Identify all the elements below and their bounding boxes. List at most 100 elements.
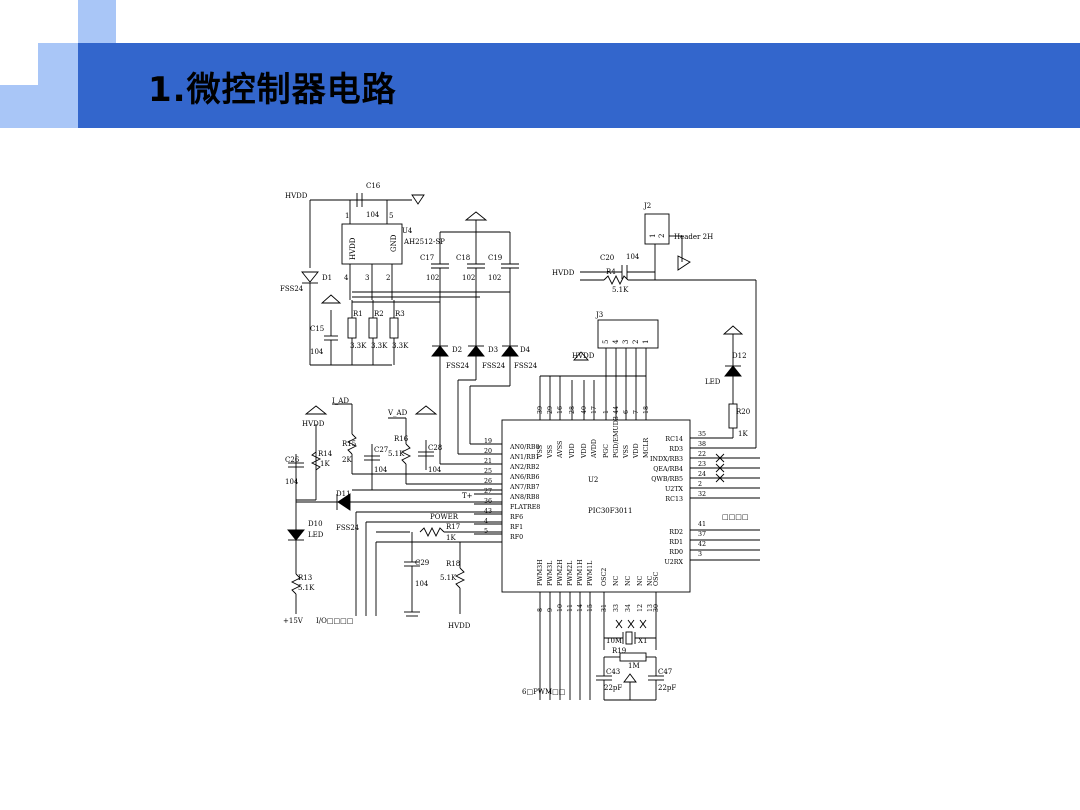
pin-number-bottom: 11	[567, 604, 574, 612]
label-c15: C15	[310, 325, 324, 333]
pin-name-bottom: PWM2L	[567, 560, 574, 586]
label-j3-p3: 3	[622, 340, 630, 344]
pin-number-bottom: 34	[625, 604, 632, 612]
label-c28: C28	[428, 444, 442, 452]
pin-name-bottom: PWM1H	[577, 559, 584, 586]
pin-name-top: MCLR	[643, 438, 650, 458]
label-u4-p1: 1	[345, 212, 349, 220]
label-c17-val: 102	[426, 274, 439, 282]
pin-name-right: RD1	[669, 539, 683, 546]
decor-square-4	[0, 85, 38, 128]
label-r14-val: 1K	[320, 460, 330, 468]
label-r15-val: 2K	[342, 456, 352, 464]
pin-number-top: 29	[547, 406, 554, 414]
label-r4: R4	[606, 268, 616, 276]
pin-name-bottom: NC	[647, 575, 654, 586]
pin-name-right: RD0	[669, 549, 683, 556]
pin-number-bottom: 15	[587, 604, 594, 612]
pin-number-right: 37	[698, 531, 706, 538]
label-hvdd-left: HVDD	[302, 420, 325, 428]
label-r3-val: 3.3K	[392, 342, 409, 350]
pin-name-left: AN1/RB1	[509, 454, 540, 461]
label-fss24-d1: FSS24	[280, 285, 304, 293]
pin-name-right: QEA/RB4	[653, 466, 683, 473]
pin-number-left: 20	[484, 448, 492, 455]
pin-number-right: 2	[698, 481, 702, 488]
pin-name-top: VSS	[537, 445, 544, 459]
label-c43-val: 22pF	[604, 684, 622, 692]
pin-name-left: RF1	[510, 524, 523, 531]
pin-number-top: 1	[603, 410, 610, 414]
label-j2-part: Header 2H	[674, 233, 713, 241]
pin-name-right: RC14	[665, 436, 683, 443]
label-d11: D11	[336, 490, 351, 498]
pin-name-left: RF0	[510, 534, 523, 541]
pin-name-bottom: NC	[613, 575, 620, 586]
pin-name-right: RD3	[669, 446, 683, 453]
pin-number-left: 43	[484, 508, 492, 515]
pin-number-left: 21	[484, 458, 492, 465]
label-c29: C29	[415, 559, 429, 567]
label-d1: D1	[322, 274, 332, 282]
label-v-ad: V_AD	[387, 409, 408, 417]
pin-number-left: 27	[484, 488, 492, 495]
label-j3-p1: 1	[642, 340, 650, 344]
pin-name-top: VSS	[547, 445, 554, 459]
pin-number-bottom: 12	[637, 604, 644, 612]
label-hvdd-top: HVDD	[285, 192, 308, 200]
label-t-plus: T+	[462, 492, 473, 500]
label-c20-val: 104	[626, 253, 640, 261]
pin-name-left: RF6	[510, 514, 523, 521]
label-led-d12: LED	[705, 378, 721, 386]
label-d3: D3	[488, 346, 498, 354]
label-hvdd-mid: HVDD	[572, 352, 595, 360]
label-r2-val: 3.3K	[371, 342, 388, 350]
label-x1: X1	[638, 637, 647, 645]
label-fss24-d2: FSS24	[446, 362, 470, 370]
label-pwm-text: 6□PWM□□	[522, 688, 565, 696]
label-c47-val: 22pF	[658, 684, 676, 692]
label-power: POWER	[430, 513, 459, 521]
label-c29-val: 104	[415, 580, 429, 588]
pin-name-top: AVDD	[591, 439, 598, 459]
pin-number-left: 5	[484, 528, 488, 535]
label-u4-gnd: GND	[390, 234, 398, 252]
pin-name-bottom: OSC2	[601, 568, 608, 586]
label-d2: D2	[452, 346, 462, 354]
label-j3-p4: 4	[612, 339, 620, 344]
pin-number-bottom: 33	[613, 604, 620, 612]
pin-name-left: AN0/RB0	[509, 444, 540, 451]
pin-number-right: 22	[698, 451, 706, 458]
pin-number-top: 18	[643, 406, 650, 414]
pin-name-right: INDX/RB3	[650, 456, 683, 463]
label-r16: R16	[394, 435, 409, 443]
label-p15v: +15V	[283, 617, 304, 625]
pin-number-bottom: 30	[653, 604, 660, 612]
pin-name-left: FLATRE8	[510, 504, 540, 511]
label-fss24-d11: FSS24	[336, 524, 360, 532]
label-u2-part: PIC30F3011	[588, 507, 632, 515]
label-r14: R14	[318, 450, 333, 458]
label-r3: R3	[395, 310, 405, 318]
label-j3: J3	[595, 311, 603, 319]
label-r20: R20	[736, 408, 750, 416]
label-c27: C27	[374, 446, 388, 454]
slide-title: 1.微控制器电路	[148, 70, 397, 110]
label-c19-val: 102	[488, 274, 501, 282]
pin-number-right: 38	[698, 441, 706, 448]
label-j2: J2	[643, 202, 651, 210]
decor-square-2	[38, 43, 78, 85]
pin-number-right: 41	[698, 521, 706, 528]
pin-number-top: 28	[569, 406, 576, 414]
label-r4-val: 5.1K	[612, 286, 629, 294]
label-c18-val: 102	[462, 274, 475, 282]
label-hvdd-r4: HVDD	[552, 269, 575, 277]
label-u4-part: AH2512-SP	[403, 238, 445, 246]
pin-name-right: RC13	[665, 496, 683, 503]
label-hvdd-bottom: HVDD	[448, 622, 471, 630]
pin-name-left: AN7/RB7	[509, 484, 540, 491]
pin-name-bottom: PWM2H	[557, 559, 564, 586]
pin-name-right: U2RX	[664, 559, 683, 566]
label-r16-val: 5.1K	[388, 450, 405, 458]
label-r1: R1	[353, 310, 363, 318]
